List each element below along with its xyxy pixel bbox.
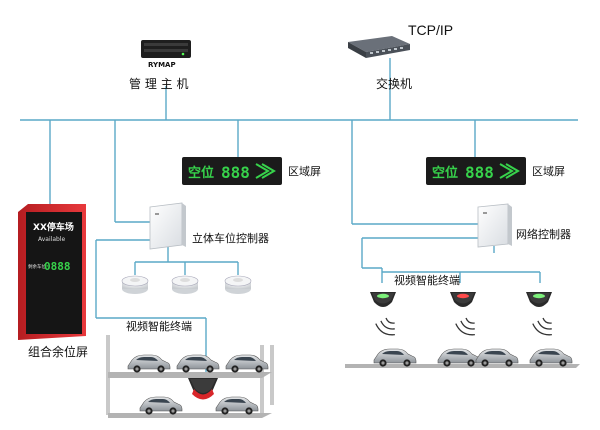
camera-icon <box>526 292 552 307</box>
car-icon <box>215 396 259 416</box>
sensor-icon <box>224 275 252 295</box>
zone-screen-left: 空位 888 区域屏 <box>182 157 321 185</box>
zone-screen-right-digits: 888 <box>465 163 494 182</box>
sensor-icon <box>121 275 149 295</box>
car-icon <box>176 354 220 374</box>
sensor-wave-icon <box>453 314 481 339</box>
protocol-label: TCP/IP <box>408 22 453 38</box>
video-terminal-right: 视频智能终端 <box>370 273 558 339</box>
combo-screen-label: 组合余位屏 <box>28 344 88 359</box>
video-terminal-right-label: 视频智能终端 <box>394 273 460 287</box>
detectors <box>121 275 252 295</box>
car-icon <box>127 354 171 374</box>
zone-screen-left-label: 区域屏 <box>288 165 321 178</box>
connection-lines <box>20 58 578 372</box>
car-icon <box>475 348 519 368</box>
lift-parking-icon <box>106 335 274 418</box>
host-label: 管 理 主 机 <box>129 76 188 91</box>
led-screen-icon: 空位 888 <box>426 157 526 185</box>
car-icon <box>139 396 183 416</box>
zone-screen-left-text: 空位 <box>188 165 214 181</box>
network-controller: 网络控制器 <box>477 203 571 248</box>
server-icon <box>141 40 191 58</box>
switch-label: 交换机 <box>376 76 412 91</box>
combo-screen: XX停车场 Available 剩余车位 0888 组合余位屏 <box>18 204 88 359</box>
camera-icon <box>188 378 218 400</box>
switch-node: TCP/IP 交换机 <box>348 22 453 91</box>
network-controller-label: 网络控制器 <box>516 227 571 241</box>
host-node: RYMAP 管 理 主 机 <box>129 40 191 91</box>
combo-screen-title: XX停车场 <box>33 221 74 233</box>
sensor-wave-icon <box>373 314 401 339</box>
sensor-icon <box>171 275 199 295</box>
stereo-controller-label: 立体车位控制器 <box>192 231 269 245</box>
controller-box-icon <box>149 202 186 250</box>
zone-screen-right-label: 区域屏 <box>532 165 565 178</box>
stereo-controller: 立体车位控制器 <box>149 202 269 250</box>
zone-screen-right-text: 空位 <box>432 165 458 181</box>
switch-icon <box>348 36 410 58</box>
car-icon <box>437 348 481 368</box>
ground-parking <box>345 348 580 368</box>
car-icon <box>373 348 417 368</box>
combo-screen-side-text: 剩余车位 <box>28 263 46 270</box>
combo-screen-subtitle: Available <box>38 236 65 243</box>
camera-icon <box>450 292 476 307</box>
video-terminal-left-label: 视频智能终端 <box>126 319 192 333</box>
combo-screen-digits: 0888 <box>44 260 71 273</box>
camera-icon <box>370 292 396 307</box>
sensor-wave-icon <box>530 314 558 339</box>
zone-screen-right: 空位 888 区域屏 <box>426 157 565 185</box>
car-icon <box>529 348 573 368</box>
host-brand: RYMAP <box>148 61 176 69</box>
zone-screen-left-digits: 888 <box>221 163 250 182</box>
controller-box-icon <box>477 203 512 248</box>
led-screen-icon: 空位 888 <box>182 157 282 185</box>
